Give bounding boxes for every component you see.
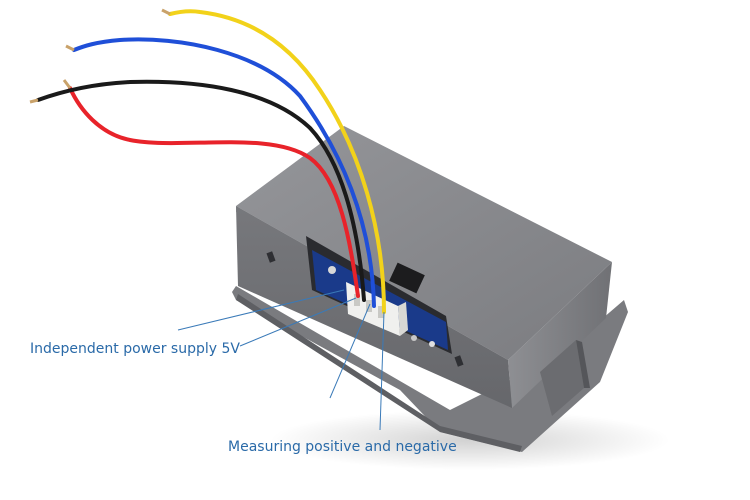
mounting-clip [540, 340, 584, 416]
yellow-wire [168, 9, 386, 314]
blue-wire [72, 37, 376, 308]
connector-pin [378, 306, 384, 318]
leader-line-power-2 [239, 297, 357, 347]
pcb-component [328, 266, 336, 274]
red-wire [68, 86, 360, 298]
callout-power-supply: Independent power supply 5V [30, 341, 240, 357]
leader-line-measure-2 [379, 311, 385, 431]
pcb-component [411, 335, 417, 341]
black-wire-tip [29, 98, 39, 104]
mounting-clip-edge [576, 340, 590, 388]
case-vent-left [266, 251, 276, 263]
case-flange [232, 286, 628, 452]
case-side-face [508, 262, 612, 408]
case-vent-right [454, 355, 464, 367]
connector-pin [354, 294, 360, 306]
red-wire-tip [62, 79, 72, 89]
wire-connector-side [398, 302, 408, 336]
yellow-wire-tip [161, 8, 171, 16]
leader-line-power-1 [177, 289, 345, 331]
pcb-chip [389, 262, 425, 294]
callout-measuring: Measuring positive and negative [228, 439, 457, 455]
pcb-component [429, 341, 435, 347]
leader-line-measure-1 [329, 303, 371, 399]
blue-wire-tip [65, 44, 75, 52]
ground-shadow [270, 410, 670, 470]
black-wire [36, 79, 366, 302]
